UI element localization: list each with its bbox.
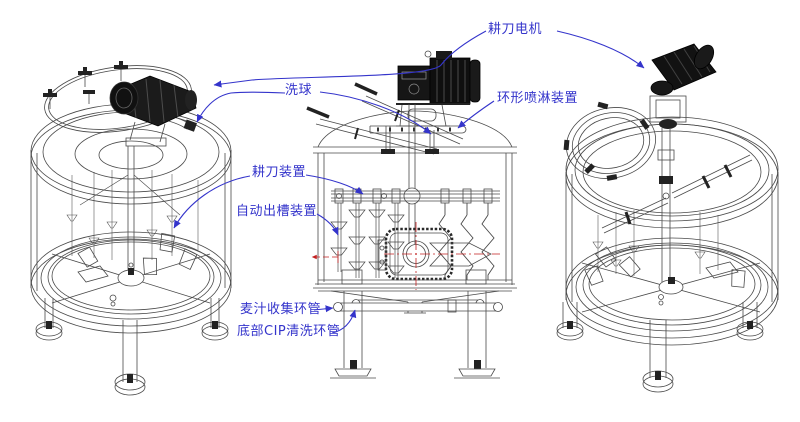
label-ring-spray-device: 环形喷淋装置	[497, 91, 579, 106]
plow-blades-right	[584, 246, 746, 288]
bottom-ring-pipes	[333, 299, 503, 313]
clamp-bolt-icons	[563, 101, 650, 181]
center-motor-icon	[396, 50, 481, 105]
discharge-springs	[438, 203, 495, 280]
inclined-cip-pipes	[306, 82, 464, 155]
label-rake-knife-device: 耕刀装置	[252, 165, 307, 180]
plow-blades	[77, 232, 198, 283]
ring-spray-pipe	[369, 125, 467, 134]
centerlines-and-flow-arrow	[311, 222, 500, 290]
label-wort-collection-ring-pipe: 麦汁收集环管	[240, 302, 322, 317]
label-auto-discharge-device: 自动出槽装置	[236, 204, 318, 219]
left-motor-icon	[109, 75, 197, 147]
label-wash-ball: 洗球	[285, 83, 313, 98]
right-motor-icon	[649, 43, 717, 129]
annotation-leader-lines	[173, 30, 645, 334]
wash-ball-fitting	[183, 119, 198, 132]
label-bottom-cip-cleaning-ring-pipe: 底部CIP清洗环管	[237, 324, 341, 339]
rake-knives	[330, 203, 405, 278]
manway-ring	[565, 107, 657, 179]
left-vessel-isometric-view	[30, 61, 232, 396]
spray-fitting-icons	[43, 61, 128, 109]
right-vessel-isometric-view	[556, 43, 779, 393]
label-rake-knife-motor: 耕刀电机	[488, 22, 543, 37]
